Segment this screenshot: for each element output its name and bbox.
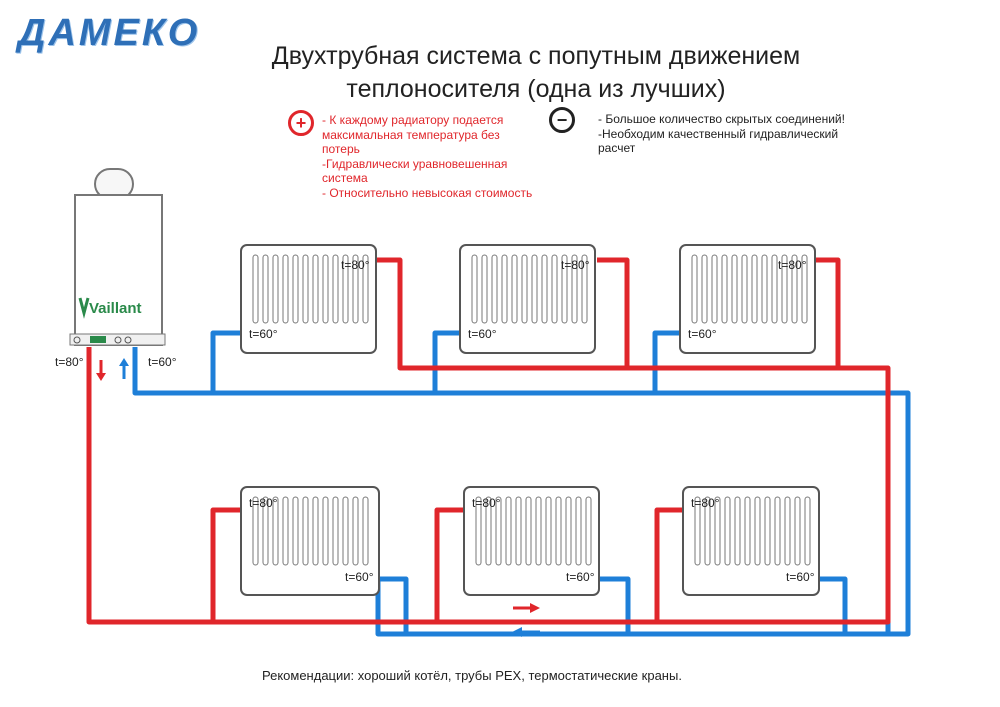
minus-icon: −	[549, 107, 575, 133]
advantages-text: - К каждому радиатору подается максималь…	[322, 113, 533, 200]
boiler-knob	[114, 336, 122, 344]
plus-icon: +	[288, 110, 314, 136]
radiator-outlet-temp: t=60°	[468, 327, 497, 341]
dameko-logo: ДАМЕКО	[18, 12, 201, 54]
supply-pipes	[86, 257, 891, 625]
radiator-outlet-temp: t=60°	[786, 570, 815, 584]
boiler-brand: Vaillant	[89, 300, 142, 317]
radiator-outlet-temp: t=60°	[249, 327, 278, 341]
supply-temperature-label: t=80°	[55, 355, 84, 369]
return-temperature-label: t=60°	[148, 355, 177, 369]
radiator-inlet-temp: t=80°	[691, 496, 720, 510]
boiler-panel	[69, 333, 166, 346]
radiator	[459, 244, 596, 354]
radiator-outlet-temp: t=60°	[566, 570, 595, 584]
boiler-knob	[73, 336, 81, 344]
boiler-knob	[124, 336, 132, 344]
radiator	[240, 244, 377, 354]
radiator-inlet-temp: t=80°	[249, 496, 278, 510]
radiator	[463, 486, 600, 596]
radiator	[240, 486, 380, 596]
radiator-inlet-temp: t=80°	[472, 496, 501, 510]
brand-icon	[78, 297, 90, 319]
radiator	[679, 244, 816, 354]
recommendations-footer: Рекомендации: хороший котёл, трубы PEX, …	[262, 668, 682, 683]
radiator-inlet-temp: t=80°	[778, 258, 807, 272]
flow-left-arrow-icon	[512, 627, 522, 637]
boiler: Vaillant	[69, 168, 166, 346]
boiler-body	[74, 194, 163, 346]
title-line-1: Двухтрубная система с попутным движением	[271, 42, 801, 70]
disadvantages-text: - Большое количество скрытых соединений!…	[598, 112, 845, 155]
page-title: Двухтрубная система с попутным движением…	[200, 40, 872, 106]
boiler-display	[90, 336, 106, 343]
radiator-inlet-temp: t=80°	[561, 258, 590, 272]
title-line-2: теплоносителя (одна из лучших)	[346, 75, 726, 103]
radiator-outlet-temp: t=60°	[345, 570, 374, 584]
return-up-arrow-icon	[119, 358, 129, 366]
flow-right-arrow-icon	[530, 603, 540, 613]
radiator-inlet-temp: t=80°	[341, 258, 370, 272]
radiator	[682, 486, 820, 596]
radiator-outlet-temp: t=60°	[688, 327, 717, 341]
supply-down-arrow-icon	[96, 373, 106, 381]
